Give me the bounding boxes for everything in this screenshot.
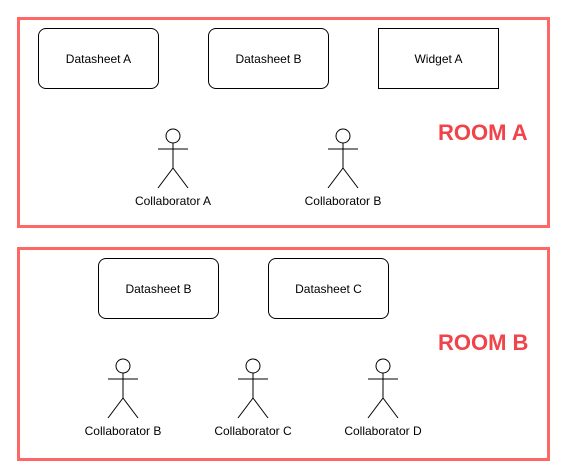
collaborator-label: Collaborator D <box>344 424 422 438</box>
actor-icon <box>107 358 139 419</box>
room-b-title: ROOM B <box>438 330 529 355</box>
actor-icon <box>367 358 399 419</box>
actor-icon <box>157 128 189 189</box>
room-b-datasheet-b[interactable]: Datasheet B <box>98 258 219 319</box>
room-a-datasheet-a[interactable]: Datasheet A <box>38 28 159 89</box>
room-b-collaborator-d[interactable]: Collaborator D <box>323 358 443 443</box>
actor-icon <box>327 128 359 189</box>
room-b-datasheet-c[interactable]: Datasheet C <box>268 258 389 319</box>
room-a-datasheet-b[interactable]: Datasheet B <box>208 28 329 89</box>
actor-icon <box>237 358 269 419</box>
collaborator-label: Collaborator B <box>84 424 162 438</box>
room-a-widget-a[interactable]: Widget A <box>378 28 499 89</box>
room-b-collaborator-c[interactable]: Collaborator C <box>193 358 313 443</box>
room-a-title: ROOM A <box>438 120 528 145</box>
room-a-collaborator-a[interactable]: Collaborator A <box>113 128 233 213</box>
collaborator-label: Collaborator C <box>214 424 292 438</box>
room-a-collaborator-b[interactable]: Collaborator B <box>283 128 403 213</box>
collaborator-label: Collaborator B <box>304 194 382 208</box>
room-b-collaborator-b[interactable]: Collaborator B <box>63 358 183 443</box>
collaborator-label: Collaborator A <box>134 194 212 208</box>
